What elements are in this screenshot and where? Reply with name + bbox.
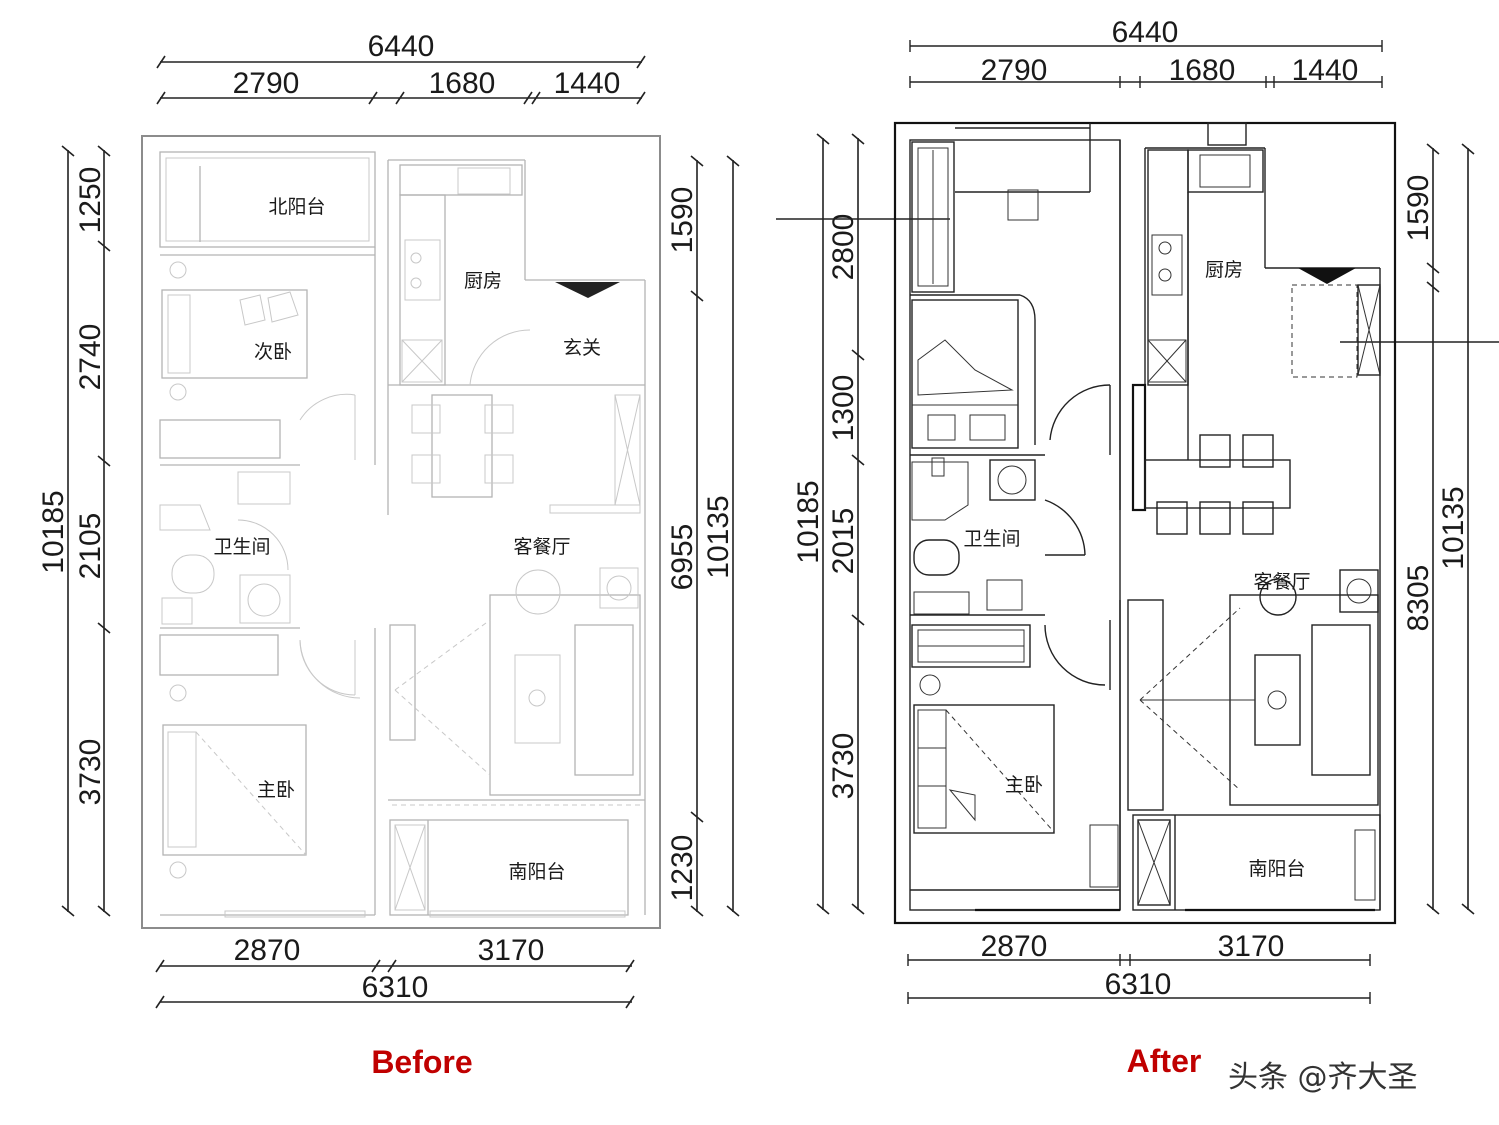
after-room-south-balcony: 南阳台: [1248, 858, 1305, 880]
before-bedroom-furniture: [159, 261, 356, 460]
before-left-dimensions: 10185 1250 2740 2105 3730: [37, 145, 111, 917]
before-room-second-bedroom: 次卧: [254, 341, 292, 363]
after-dining-island: [1144, 434, 1291, 535]
before-right-seg-3: 1230: [666, 835, 699, 902]
after-right-total: 10135: [1437, 486, 1470, 569]
before-left-seg-2: 2740: [74, 324, 107, 391]
before-room-south-balcony: 南阳台: [508, 861, 565, 883]
after-bottom-seg-1: 2870: [981, 930, 1048, 963]
before-bottom-seg-2: 3170: [478, 934, 545, 967]
before-top-seg-1: 2790: [233, 67, 300, 100]
before-top-seg-3: 1440: [554, 67, 621, 100]
after-top-seg-3: 1440: [1292, 54, 1359, 87]
after-right-dimensions: 1590 8305 10135: [1340, 143, 1499, 915]
before-right-dimensions: 1590 6955 1230 10135: [666, 155, 740, 917]
after-entrance-arrow: [1298, 268, 1356, 284]
after-bathroom-fixtures: [911, 384, 1111, 615]
before-south-balcony-furniture: [224, 824, 626, 918]
before-right-seg-1: 1590: [666, 187, 699, 254]
after-bottom-seg-2: 3170: [1218, 930, 1285, 963]
after-walls: [893, 121, 1397, 925]
before-bottom-dimensions: 2870 3170 6310: [155, 934, 635, 1009]
after-top-seg-2: 1680: [1169, 54, 1236, 87]
before-room-entrance: 玄关: [563, 337, 601, 359]
after-top-total: 6440: [1112, 16, 1179, 49]
after-top-dimensions: 6440 2790 1680 1440: [909, 16, 1383, 88]
before-room-bathroom: 卫生间: [213, 536, 270, 558]
before-walls: [141, 135, 661, 929]
before-left-seg-4: 3730: [74, 739, 107, 806]
after-bottom-dimensions: 2870 3170 6310: [907, 930, 1371, 1004]
before-bathroom-fixtures: [159, 471, 291, 625]
after-wardrobes: [911, 141, 1031, 668]
before-room-kitchen: 厨房: [464, 270, 502, 292]
after-room-bathroom: 卫生间: [963, 528, 1020, 550]
before-left-total: 10185: [37, 490, 70, 573]
before-entrance-arrow: [555, 282, 620, 298]
before-right-total: 10135: [702, 495, 735, 578]
watermark: 头条 @齐大圣: [1228, 1060, 1418, 1095]
after-master-furniture: [913, 620, 1119, 888]
after-bottom-total: 6310: [1105, 968, 1172, 1001]
before-master-furniture: [159, 634, 356, 879]
before-room-living-dining: 客餐厅: [513, 536, 570, 558]
after-plan: 6440 2790 1680 1440 10185 2800 1300 2015…: [776, 16, 1499, 1079]
after-right-seg-2: 8305: [1402, 565, 1435, 632]
before-top-seg-2: 1680: [429, 67, 496, 100]
after-left-total: 10185: [792, 480, 825, 563]
before-living-furniture: [299, 504, 641, 796]
after-caption: After: [1127, 1043, 1202, 1079]
before-kitchen-fixtures: [399, 164, 641, 506]
after-left-seg-1: 2800: [827, 214, 860, 281]
before-bottom-total: 6310: [362, 971, 429, 1004]
after-south-balcony-furniture: [1137, 819, 1376, 906]
after-living-furniture: [1139, 569, 1379, 806]
before-plan: 6440 2790 1680 1440 10185 1250 2740 2105…: [37, 30, 740, 1080]
before-top-total: 6440: [368, 30, 435, 63]
after-kitchen-fixtures: [1131, 149, 1381, 512]
after-right-seg-1: 1590: [1402, 175, 1435, 242]
after-left-seg-2: 1300: [827, 375, 860, 442]
after-upper-bedroom-furniture: [911, 189, 1039, 449]
after-left-seg-4: 3730: [827, 733, 860, 800]
before-bottom-seg-1: 2870: [234, 934, 301, 967]
before-top-dimensions: 6440 2790 1680 1440: [156, 30, 646, 105]
before-right-seg-2: 6955: [666, 524, 699, 591]
after-room-master-bedroom: 主卧: [1005, 774, 1043, 796]
after-room-kitchen: 厨房: [1205, 259, 1243, 281]
after-room-living-dining: 客餐厅: [1253, 571, 1310, 593]
before-caption: Before: [371, 1044, 472, 1080]
after-left-seg-3: 2015: [827, 508, 860, 575]
before-left-seg-3: 2105: [74, 513, 107, 580]
before-room-north-balcony: 北阳台: [268, 196, 325, 218]
before-room-master-bedroom: 主卧: [257, 779, 295, 801]
before-left-seg-1: 1250: [74, 167, 107, 234]
before-dining-table: [411, 394, 514, 498]
after-left-dimensions: 10185 2800 1300 2015 3730: [776, 133, 950, 915]
after-top-seg-1: 2790: [981, 54, 1048, 87]
